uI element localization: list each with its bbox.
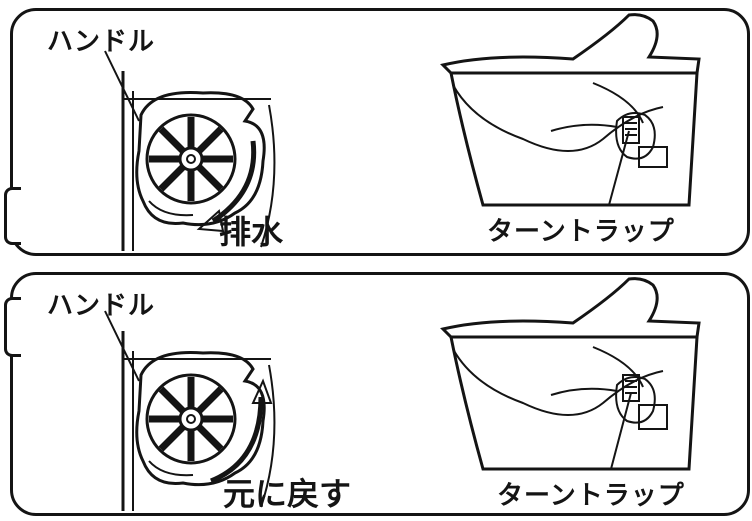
handle-label: ハンドル (47, 27, 156, 57)
panel-connector-tab (4, 297, 21, 357)
drain-label: 排水 (219, 213, 284, 251)
toilet-illustration (440, 13, 701, 207)
restore-label: 元に戻す (223, 475, 352, 513)
panel-restore: ハンドル 元に戻す ターント (4, 272, 750, 516)
turn-trap-label: ターントラップ (487, 217, 675, 247)
panel-connector-tab (4, 187, 21, 245)
handle-illustration (104, 310, 276, 511)
toilet-illustration (440, 277, 701, 471)
panel-drain: ハンドル 排水 ターントラッ (4, 8, 750, 256)
handle-illustration (104, 50, 276, 251)
handle-label: ハンドル (47, 291, 156, 321)
turn-trap-label: ターントラップ (497, 481, 685, 511)
